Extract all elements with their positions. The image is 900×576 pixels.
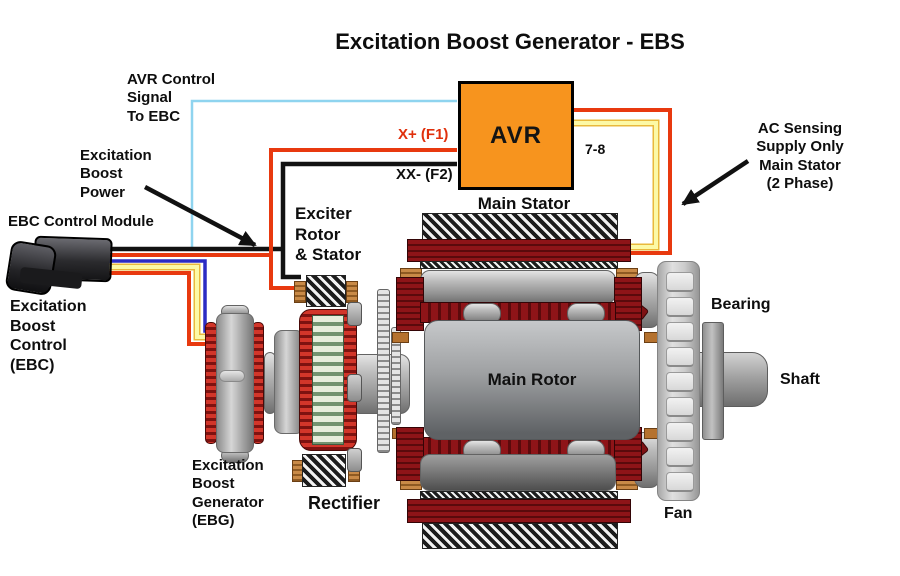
label-ebc-control-module: EBC Control Module <box>8 213 154 230</box>
main-stator-winding-bottom <box>407 499 631 523</box>
rotor-winding-band-top <box>420 302 616 324</box>
fan-slot <box>666 322 694 342</box>
avr-box: AVR <box>458 81 574 190</box>
wire-ebg-yellow <box>96 265 212 339</box>
rotor-winding-top-left <box>396 277 424 331</box>
wire-sensing-red <box>569 108 672 255</box>
exciter-stator-coil-left <box>294 281 306 303</box>
exciter-stator-core-top <box>306 275 346 307</box>
fan-slot <box>666 447 694 467</box>
label-wire-x-plus-f1: X+ (F1) <box>398 126 449 143</box>
fan-slot <box>666 422 694 442</box>
winding-stud-left-top <box>392 332 409 343</box>
wire-x-f1-red <box>269 148 457 290</box>
fan <box>657 261 700 501</box>
fan-slot <box>666 272 694 292</box>
ebg-notch <box>219 370 245 382</box>
main-stator-core-top <box>422 213 618 240</box>
fan-slot <box>666 347 694 367</box>
label-avr-control-signal: AVR Control Signal To EBC <box>127 71 216 125</box>
fan-slot <box>666 297 694 317</box>
label-wire-xx-minus-f2: XX- (F2) <box>396 166 453 183</box>
label-shaft: Shaft <box>780 371 820 388</box>
main-stator-teeth-bottom <box>420 491 618 499</box>
label-excitation-boost-power: Excitation Boost Power <box>80 147 152 201</box>
label-bearing: Bearing <box>711 296 771 313</box>
label-excitation-boost-generator: Excitation Boost Generator (EBG) <box>192 457 264 529</box>
diode-clip-bottom <box>347 448 362 472</box>
main-rotor-body: Main Rotor <box>424 320 640 440</box>
label-rectifier: Rectifier <box>308 493 381 513</box>
avr-box-label: AVR <box>490 121 542 149</box>
arrow-boost-power <box>143 185 257 247</box>
rotor-pole-bottom <box>420 454 616 491</box>
ebg-disc-body <box>216 313 254 453</box>
wire-ebg-yellow-edge <box>96 263 212 341</box>
label-wire-7-8: 7-8 <box>585 141 606 157</box>
label-fan: Fan <box>664 505 693 522</box>
wire-sensing-yellow <box>569 121 658 249</box>
rotor-pole-top <box>420 270 616 304</box>
exciter-rotor <box>299 309 357 451</box>
fan-slot <box>666 397 694 417</box>
diode-clip-top <box>347 302 362 326</box>
label-exciter-rotor-stator: Exciter Rotor & Stator <box>295 204 362 265</box>
bearing-block <box>702 322 724 440</box>
clamp-band-long <box>377 289 390 453</box>
arrow-ac-sensing <box>681 159 750 206</box>
label-excitation-boost-control: Excitation Boost Control (EBC) <box>10 298 87 374</box>
rotor-winding-bottom-left <box>396 427 424 481</box>
wire-ebg-red <box>96 271 212 346</box>
label-ac-sensing: AC Sensing Supply Only Main Stator (2 Ph… <box>756 120 844 192</box>
rotor-coil-cap-bottom-left <box>400 480 422 490</box>
main-stator-winding-top <box>407 239 631 262</box>
main-stator-core-bottom <box>422 523 618 549</box>
main-rotor-label: Main Rotor <box>487 370 577 389</box>
label-main-stator: Main Stator <box>477 194 571 213</box>
wire-xx-f2-black <box>280 161 457 280</box>
wire-avr-signal-cyan <box>190 99 457 247</box>
diode-clip-middle <box>347 374 362 402</box>
fan-slot <box>666 472 694 492</box>
page-title: Excitation Boost Generator - EBS <box>335 29 685 54</box>
exciter-rotor-laminations <box>312 315 344 445</box>
main-stator-teeth-top <box>420 261 618 269</box>
fan-slot <box>666 372 694 392</box>
exciter-stator-coil-right <box>346 281 358 303</box>
rectifier-core <box>302 454 346 487</box>
